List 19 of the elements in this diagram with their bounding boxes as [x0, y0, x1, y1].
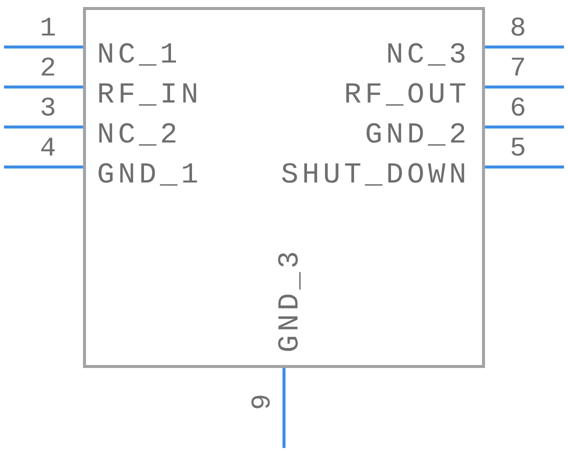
pin-name: GND_1: [97, 160, 202, 190]
pin-number: 7: [510, 56, 526, 84]
pin-number: 3: [40, 96, 56, 124]
pin-number: 5: [510, 136, 526, 164]
component-body: [83, 7, 485, 368]
pin-name: RF_IN: [97, 80, 202, 110]
pin-number: 8: [510, 16, 526, 44]
pin-name: NC_1: [97, 40, 182, 70]
pin-name: NC_2: [97, 120, 182, 150]
pin-number: 4: [40, 136, 56, 164]
pin-name: SHUT_DOWN: [280, 160, 470, 190]
pin-name: NC_3: [386, 40, 470, 70]
pin-name: GND_3: [276, 248, 304, 352]
pin-number: 2: [40, 56, 56, 84]
pin-number: 9: [250, 394, 278, 410]
pin-number: 1: [40, 16, 56, 44]
pin-name: GND_2: [364, 120, 470, 150]
pin-name: RF_OUT: [344, 80, 470, 110]
pin-number: 6: [510, 96, 526, 124]
